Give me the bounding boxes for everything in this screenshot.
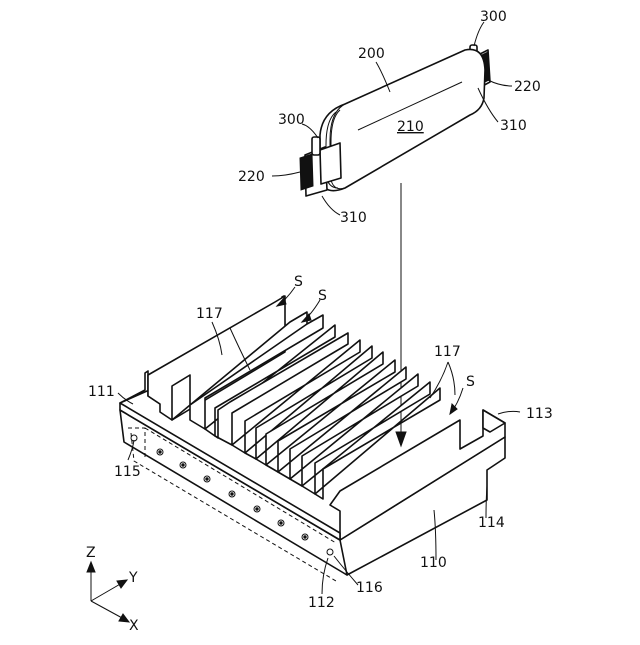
label-115: 115: [114, 464, 141, 480]
front-pin: [312, 137, 320, 155]
tray-housing: [120, 296, 505, 581]
label-200: 200: [358, 46, 385, 62]
label-112: 112: [308, 595, 335, 611]
label-s-1: S: [294, 274, 303, 290]
label-117-left: 117: [196, 306, 223, 322]
label-300-rear: 300: [480, 9, 507, 25]
front-lead-tab: [300, 154, 313, 190]
label-310-rear: 310: [500, 118, 527, 134]
axis-label-x: X: [129, 618, 139, 634]
label-s-3: S: [466, 374, 475, 390]
label-300-front: 300: [278, 112, 305, 128]
battery-cell: [300, 45, 490, 196]
axis-label-y: Y: [128, 570, 138, 586]
label-113: 113: [526, 406, 553, 422]
label-310-front: 310: [340, 210, 367, 226]
axis-label-z: Z: [86, 545, 96, 561]
label-210: 210: [397, 119, 424, 135]
label-s-2: S: [318, 288, 327, 304]
label-114: 114: [478, 515, 505, 531]
label-110: 110: [420, 555, 447, 571]
label-116: 116: [356, 580, 383, 596]
front-connector: [320, 143, 341, 184]
coordinate-axes: Z Y X: [86, 545, 139, 634]
label-220-front: 220: [238, 169, 265, 185]
label-111: 111: [88, 384, 115, 400]
label-220-rear: 220: [514, 79, 541, 95]
label-117-right: 117: [434, 344, 461, 360]
